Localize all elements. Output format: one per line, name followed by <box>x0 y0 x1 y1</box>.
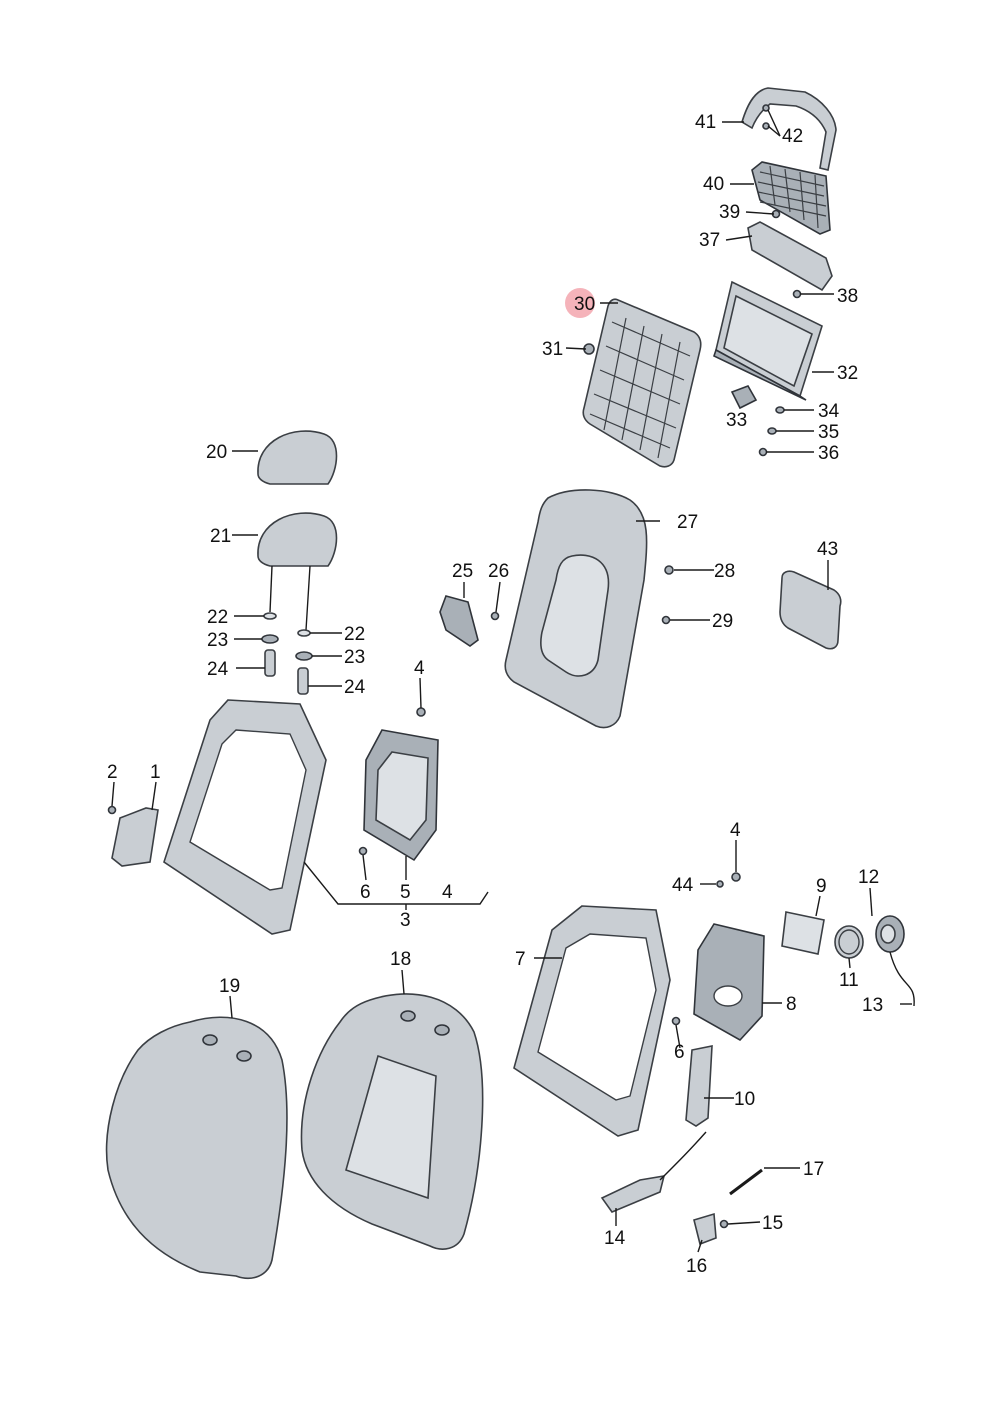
callout-4-lower[interactable]: 4 <box>730 820 741 841</box>
callout-28[interactable]: 28 <box>714 561 735 582</box>
callout-7[interactable]: 7 <box>515 949 526 970</box>
part-32-backboard[interactable] <box>713 280 823 401</box>
leader-lines <box>111 109 912 1253</box>
part-9-pad[interactable] <box>781 911 825 955</box>
callout-22-right[interactable]: 22 <box>344 624 365 645</box>
callout-10[interactable]: 10 <box>734 1089 755 1110</box>
part-20-headrest[interactable] <box>257 430 338 485</box>
part-35-clip[interactable] <box>767 427 777 435</box>
callout-11[interactable]: 11 <box>839 970 859 991</box>
callout-24-left[interactable]: 24 <box>207 659 229 680</box>
callout-23-right[interactable]: 23 <box>344 647 365 668</box>
part-13-cable[interactable] <box>889 951 915 1007</box>
part-29-screw[interactable] <box>661 615 671 625</box>
part-18-backrest-pad[interactable] <box>300 993 484 1250</box>
part-5-motor-assembly[interactable] <box>363 729 439 862</box>
callout-40[interactable]: 40 <box>703 174 724 195</box>
part-36-screw[interactable] <box>758 447 768 457</box>
part-44-cable-end[interactable] <box>716 880 724 888</box>
callout-2[interactable]: 2 <box>107 762 118 783</box>
part-10-trim[interactable] <box>685 1045 713 1127</box>
highlight-marker <box>565 288 595 318</box>
callout-8[interactable]: 8 <box>786 994 797 1015</box>
part-16-bracket[interactable] <box>693 1212 717 1246</box>
callout-21[interactable]: 21 <box>210 526 231 547</box>
callout-43[interactable]: 43 <box>817 539 838 560</box>
callout-19[interactable]: 19 <box>219 976 240 997</box>
part-27-backrest-shell[interactable] <box>504 489 648 729</box>
part-19-backrest-cover[interactable] <box>105 1016 288 1280</box>
callout-12[interactable]: 12 <box>858 867 879 888</box>
callout-30[interactable]: 30 <box>574 294 595 315</box>
callout-23-left[interactable]: 23 <box>207 630 228 651</box>
part-8-lumbar-support[interactable] <box>693 923 765 1042</box>
callout-34[interactable]: 34 <box>818 401 840 422</box>
part-37-cover[interactable] <box>747 221 833 292</box>
callout-17[interactable]: 17 <box>803 1159 824 1180</box>
callout-39[interactable]: 39 <box>719 202 740 223</box>
callout-20[interactable]: 20 <box>206 442 227 463</box>
part-15-screw[interactable] <box>719 1219 729 1229</box>
callout-6-left[interactable]: 6 <box>360 882 371 903</box>
callout-1[interactable]: 1 <box>150 762 161 783</box>
part-4-screw-lower[interactable] <box>731 872 741 882</box>
callout-33[interactable]: 33 <box>726 410 747 431</box>
callout-25[interactable]: 25 <box>452 561 473 582</box>
callout-35[interactable]: 35 <box>818 422 839 443</box>
callout-24-right[interactable]: 24 <box>344 677 366 698</box>
callout-32[interactable]: 32 <box>837 363 858 384</box>
part-14-sensor[interactable] <box>600 1175 666 1213</box>
part-4-screw-upper[interactable] <box>416 707 426 717</box>
callout-31[interactable]: 31 <box>542 339 563 360</box>
callout-labels: 41 42 40 39 37 38 30 31 32 33 34 35 36 2… <box>107 112 883 1277</box>
part-1-handle[interactable] <box>111 807 159 867</box>
callout-5[interactable]: 5 <box>400 882 411 903</box>
callout-27[interactable]: 27 <box>677 512 698 533</box>
part-41-top-trim[interactable] <box>741 87 837 171</box>
part-12-speaker[interactable] <box>875 915 905 953</box>
callout-4-upper[interactable]: 4 <box>414 658 425 679</box>
part-26-screw[interactable] <box>490 611 500 621</box>
callout-38[interactable]: 38 <box>837 286 858 307</box>
callout-13[interactable]: 13 <box>862 995 883 1016</box>
part-40-grille[interactable] <box>751 161 831 235</box>
callout-36[interactable]: 36 <box>818 443 839 464</box>
callout-44[interactable]: 44 <box>672 875 694 896</box>
callout-29[interactable]: 29 <box>712 611 733 632</box>
part-3-backrest-frame[interactable] <box>163 699 327 935</box>
callout-18[interactable]: 18 <box>390 949 411 970</box>
callout-15[interactable]: 15 <box>762 1213 783 1234</box>
part-6-screw-right[interactable] <box>671 1016 681 1026</box>
part-34-clip[interactable] <box>775 406 785 414</box>
callout-9[interactable]: 9 <box>816 876 827 897</box>
callout-37[interactable]: 37 <box>699 230 720 251</box>
part-22-23-24-headrest-guides[interactable] <box>261 612 313 695</box>
part-33-bracket[interactable] <box>730 385 758 410</box>
part-21-headrest-with-rods[interactable] <box>257 512 338 631</box>
part-6-screw-left[interactable] <box>358 846 368 856</box>
callout-41[interactable]: 41 <box>695 112 716 133</box>
callout-26[interactable]: 26 <box>488 561 509 582</box>
part-25-bracket[interactable] <box>439 595 479 647</box>
part-28-clip[interactable] <box>664 565 674 575</box>
part-43-pad[interactable] <box>779 570 842 650</box>
part-2-screw[interactable] <box>107 805 117 815</box>
part-38-screw[interactable] <box>792 289 802 299</box>
callout-22-left[interactable]: 22 <box>207 607 228 628</box>
callout-3[interactable]: 3 <box>400 910 411 931</box>
part-17-bolt[interactable] <box>729 1168 763 1196</box>
callout-16[interactable]: 16 <box>686 1256 707 1277</box>
callout-14[interactable]: 14 <box>604 1228 626 1249</box>
part-30-rear-panel[interactable] <box>582 298 702 468</box>
callout-4-middle[interactable]: 4 <box>442 882 453 903</box>
callout-6-right[interactable]: 6 <box>674 1042 685 1063</box>
callout-42[interactable]: 42 <box>782 126 803 147</box>
part-7-backrest-frame[interactable] <box>513 905 671 1137</box>
